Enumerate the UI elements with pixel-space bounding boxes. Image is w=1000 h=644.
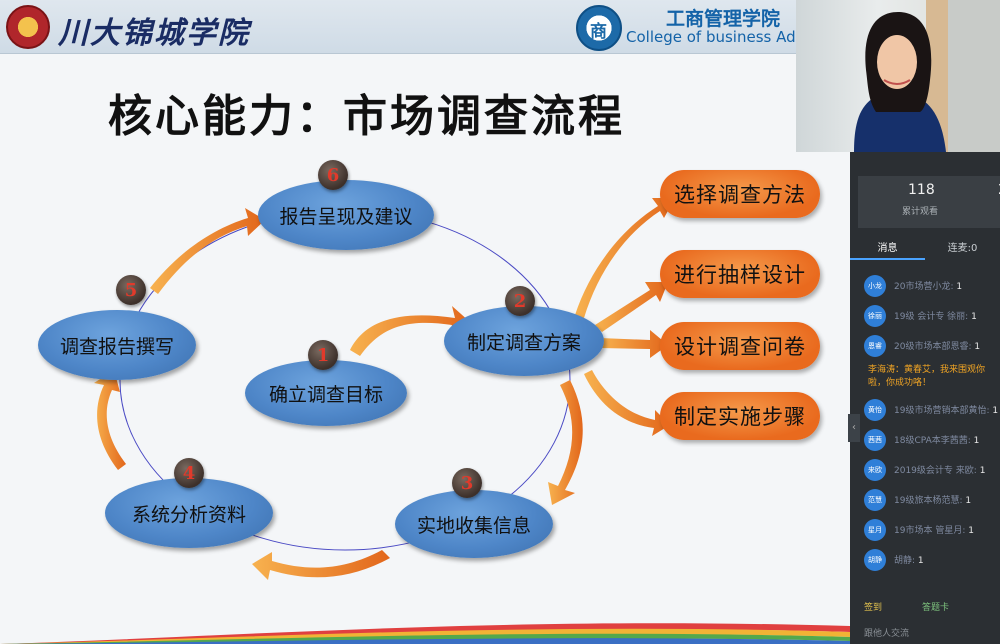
panel-tabs: 消息 连麦:0	[850, 238, 1000, 260]
presenter-silhouette-icon	[796, 0, 1000, 152]
list-item: 范慧 19级旅本杨范慧: 1	[850, 484, 1000, 514]
message-list: 小龙 20市场营小龙: 1 徐丽 19级 会计专 徐丽: 1 恩睿 20级市场本…	[850, 270, 1000, 574]
message-user: 19级旅本杨范慧:	[894, 496, 963, 506]
message-text: 1	[918, 556, 924, 566]
live-chat-panel: 118 累计观看 2 消息 连麦:0 小龙 20市场营小龙: 1 徐丽 19级 …	[850, 152, 1000, 644]
step-label: 确立调查目标	[269, 380, 383, 407]
list-item: 徐丽 19级 会计专 徐丽: 1	[850, 300, 1000, 330]
step-node-4: 系统分析资料	[105, 478, 273, 548]
message-text: 1	[968, 526, 974, 536]
avatar: 徐丽	[864, 305, 886, 327]
step-node-5: 调查报告撰写	[38, 310, 196, 380]
message-user: 19市场本 管星月:	[894, 526, 965, 536]
message-user: 18级CPA本李茜茜:	[894, 436, 971, 446]
step-node-2: 制定调查方案	[444, 306, 604, 376]
avatar: 胡静	[864, 549, 886, 571]
sign-in-button[interactable]: 签到	[864, 600, 882, 613]
step-label: 调查报告撰写	[60, 332, 174, 359]
method-item-3: 设计调查问卷	[660, 322, 820, 370]
message-text: 1	[974, 436, 980, 446]
chat-input[interactable]: 跟他人交流	[864, 626, 909, 639]
arrow-4-to-5	[94, 370, 126, 470]
step-number-6: 6	[318, 160, 348, 190]
avatar: 小龙	[864, 275, 886, 297]
list-item: 恩睿 20级市场本部恩睿: 1	[850, 330, 1000, 360]
list-item: 来欧 2019级会计专 来欧: 1	[850, 454, 1000, 484]
list-item: 小龙 20市场营小龙: 1	[850, 270, 1000, 300]
message-user: 19级市场营销本部黄怡:	[894, 406, 990, 416]
method-item-4: 制定实施步骤	[660, 392, 820, 440]
avatar: 恩睿	[864, 335, 886, 357]
message-user: 2019级会计专 来欧:	[894, 466, 977, 476]
step-node-1: 确立调查目标	[245, 360, 407, 426]
decorative-stripe	[0, 612, 850, 644]
arrow-2-to-3	[548, 380, 583, 505]
message-text: 1	[980, 466, 986, 476]
step-number-4: 4	[174, 458, 204, 488]
step-number-1: 1	[308, 340, 338, 370]
list-item: 黄怡 19级市场营销本部黄怡: 1	[850, 394, 1000, 424]
list-item: 茜茜 18级CPA本李茜茜: 1	[850, 424, 1000, 454]
step-label: 制定调查方案	[467, 328, 581, 355]
avatar: 黄怡	[864, 399, 886, 421]
arrow-to-method-2	[595, 282, 668, 332]
step-number-5: 5	[116, 275, 146, 305]
message-user: 20级市场本部恩睿:	[894, 342, 972, 352]
highlighted-message: 李海涛：黄春艾，我来围观你啦，你成功咯！	[850, 360, 1000, 394]
message-user: 19级 会计专 徐丽:	[894, 312, 968, 322]
message-text: 1	[971, 312, 977, 322]
collapse-panel-icon[interactable]: ‹	[848, 414, 860, 442]
list-item: 胡静 胡静: 1	[850, 544, 1000, 574]
list-item: 星月 19市场本 管星月: 1	[850, 514, 1000, 544]
presenter-video	[796, 0, 1000, 152]
step-label: 系统分析资料	[132, 500, 246, 527]
method-item-1: 选择调查方法	[660, 170, 820, 218]
step-number-3: 3	[452, 468, 482, 498]
step-node-6: 报告呈现及建议	[258, 180, 434, 250]
arrow-to-method-3	[600, 330, 668, 358]
message-text: 1	[974, 342, 980, 352]
arrow-5-to-6	[150, 208, 265, 294]
message-text: 1	[965, 496, 971, 506]
viewer-label: 累计观看	[902, 204, 938, 217]
step-node-3: 实地收集信息	[395, 490, 553, 558]
avatar: 茜茜	[864, 429, 886, 451]
step-label: 实地收集信息	[417, 511, 531, 538]
avatar: 范慧	[864, 489, 886, 511]
tab-co-host[interactable]: 连麦:0	[925, 238, 1000, 260]
message-user: 胡静:	[894, 556, 915, 566]
arrow-to-method-4	[584, 370, 670, 436]
message-text: 1	[956, 282, 962, 292]
avatar: 来欧	[864, 459, 886, 481]
arrow-3-to-4	[252, 550, 390, 580]
viewer-count: 118	[908, 182, 935, 198]
tab-messages[interactable]: 消息	[850, 238, 925, 260]
stats-box: 118 累计观看 2	[858, 176, 1000, 228]
message-user: 20市场营小龙:	[894, 282, 954, 292]
message-text: 1	[992, 406, 998, 416]
step-number-2: 2	[505, 286, 535, 316]
answer-card-button[interactable]: 答题卡	[922, 600, 949, 613]
slide: 川大锦城学院 工商管理学院 College of business Admin …	[0, 0, 850, 644]
method-item-2: 进行抽样设计	[660, 250, 820, 298]
panel-footer: 签到 答题卡 跟他人交流	[850, 592, 1000, 644]
avatar: 星月	[864, 519, 886, 541]
step-label: 报告呈现及建议	[279, 202, 412, 229]
